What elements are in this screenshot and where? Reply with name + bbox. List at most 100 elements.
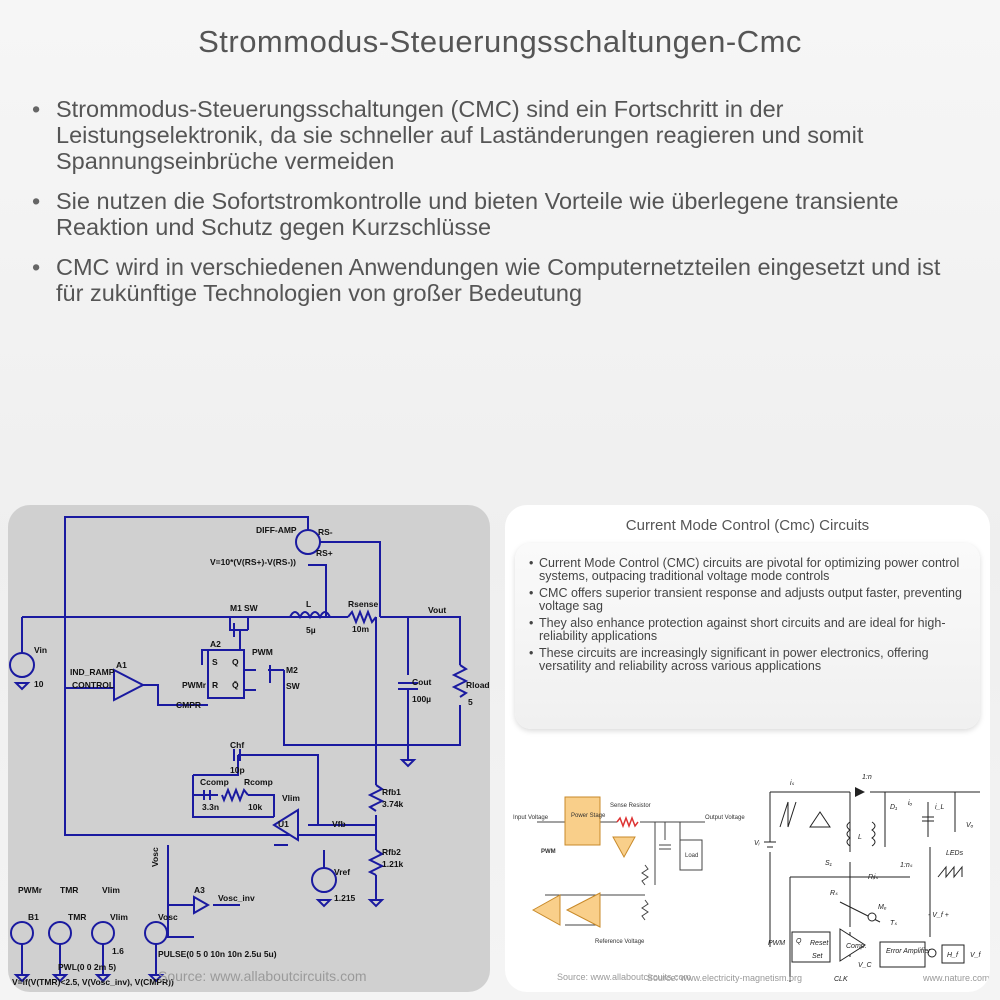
hf-label: H_f bbox=[947, 952, 959, 959]
tmr-label: TMR bbox=[60, 885, 78, 895]
b1-expr: V=if(V(TMR)<2.5, V(Vosc_inv), V(CMPR)) bbox=[12, 977, 174, 987]
info-card: Current Mode Control (CMC) circuits are … bbox=[515, 543, 980, 729]
pwmr-label: PWMr bbox=[182, 680, 207, 690]
vc-label: V_C bbox=[858, 962, 873, 969]
pwmr2-label: PWMr bbox=[18, 885, 43, 895]
m2-label: M2 bbox=[286, 665, 298, 675]
info-panel: Current Mode Control (Cmc) Circuits Curr… bbox=[505, 505, 990, 992]
bullet-item: Sie nutzen die Sofortstromkontrolle und … bbox=[32, 188, 962, 240]
card-bullet: Current Mode Control (CMC) circuits are … bbox=[529, 557, 969, 583]
reset-label: Reset bbox=[810, 940, 829, 947]
ts-label: Tₛ bbox=[890, 920, 897, 927]
rcomp-value: 10k bbox=[248, 802, 262, 812]
card-bullet: These circuits are increasingly signific… bbox=[529, 647, 969, 673]
card-title: Current Mode Control (Cmc) Circuits bbox=[625, 517, 870, 534]
vosc-label: Vosc bbox=[150, 847, 160, 867]
s-pin: S bbox=[212, 657, 218, 667]
s1-label: S₁ bbox=[825, 860, 833, 867]
me-label: Mₑ bbox=[878, 904, 887, 911]
vosc2-label: Vosc bbox=[158, 912, 178, 922]
chf-value: 10p bbox=[230, 765, 245, 775]
tmr2-label: TMR bbox=[68, 912, 86, 922]
rfb1-label: Rfb1 bbox=[382, 787, 401, 797]
vo-label: Vₒ bbox=[966, 822, 974, 829]
control-label: CONTROL bbox=[72, 680, 114, 690]
ind-ramp-label: IND_RAMP bbox=[70, 667, 115, 677]
rcomp-label: Rcomp bbox=[244, 777, 273, 787]
ccomp-label: Ccomp bbox=[200, 777, 229, 787]
vin-value: 10 bbox=[34, 679, 44, 689]
cout-label: Cout bbox=[412, 677, 432, 687]
load-box bbox=[679, 839, 703, 871]
rsis-label: Rᵢiₛ bbox=[868, 874, 878, 881]
b1-label: B1 bbox=[28, 912, 39, 922]
sense-resistor-label: Sense Resistor bbox=[610, 803, 651, 809]
cmpr-label: CMPR bbox=[176, 700, 201, 710]
schematic-panel: DIFF-AMP RS- RS+ V=10*(V(RS+)-V(RS-)) Vi… bbox=[8, 505, 490, 992]
vref-label: Vref bbox=[334, 867, 350, 877]
reference-voltage-label: Reference Voltage bbox=[595, 939, 645, 945]
vosc-inv-label: Vosc_inv bbox=[218, 893, 255, 903]
vlim2-label: Vlim bbox=[102, 885, 120, 895]
vf2-label: V_f bbox=[970, 952, 982, 959]
rsense-label: Rsense bbox=[348, 599, 379, 609]
vlim3-label: Vlim bbox=[110, 912, 128, 922]
cmc-schematic: DIFF-AMP RS- RS+ V=10*(V(RS+)-V(RS-)) Vi… bbox=[9, 516, 490, 987]
led-driver-circuit: iₛ 1:n Vᵢ L D₁ iₒ i_L Vₒ S₁ Rₛ Rᵢiₛ 1:nₛ… bbox=[754, 774, 982, 983]
a2-label: A2 bbox=[210, 639, 221, 649]
clk-label: CLK bbox=[834, 976, 848, 983]
q-pin: Q bbox=[232, 657, 239, 667]
vf-label: - V_f + bbox=[928, 912, 949, 919]
m1-label: M1 bbox=[230, 603, 242, 613]
vlim-value: 1.6 bbox=[112, 946, 124, 956]
error-amp-label: Error Amplifier bbox=[886, 948, 931, 955]
power-stage-label: Power Stage bbox=[571, 813, 606, 819]
pwl-label: PWL(0 0 2m 5) bbox=[58, 962, 116, 972]
a1-label: A1 bbox=[116, 660, 127, 670]
input-voltage-label: Input Voltage bbox=[513, 815, 549, 821]
ratio-label: 1:n bbox=[862, 774, 872, 781]
rload-label: Rload bbox=[466, 680, 490, 690]
pwm-label: PWM bbox=[252, 647, 273, 657]
r-pin: R bbox=[212, 680, 218, 690]
ccomp-value: 3.3n bbox=[202, 802, 219, 812]
vfb-label: Vfb bbox=[332, 819, 346, 829]
latch-box bbox=[791, 931, 831, 963]
output-voltage-label: Output Voltage bbox=[705, 815, 745, 821]
qbar-pin: Q̄ bbox=[232, 680, 239, 690]
bullet-list: Strommodus-Steuerungsschaltungen (CMC) s… bbox=[32, 96, 962, 320]
a3-label: A3 bbox=[194, 885, 205, 895]
page-title: Strommodus-Steuerungsschaltungen-Cmc bbox=[198, 24, 802, 59]
hf-box bbox=[941, 944, 965, 964]
block-source: Source: www.allaboutcircuits.com bbox=[557, 972, 691, 982]
rfb2-value: 1.21k bbox=[382, 859, 404, 869]
vlim-label: Vlim bbox=[282, 793, 300, 803]
bullet-item: Strommodus-Steuerungsschaltungen (CMC) s… bbox=[32, 96, 962, 174]
set-label: Set bbox=[812, 953, 824, 960]
ratio2-label: 1:nₛ bbox=[900, 862, 913, 869]
cmc-block-diagram: Input Voltage Power Stage Sense Resistor… bbox=[513, 796, 745, 982]
q-label: Q bbox=[796, 938, 802, 945]
vi-label: Vᵢ bbox=[754, 840, 760, 847]
left-source: Source: www.allaboutcircuits.com bbox=[158, 968, 367, 984]
rs-plus-label: RS+ bbox=[316, 548, 333, 558]
vout-label: Vout bbox=[428, 605, 446, 615]
nature-source: www.nature.com bbox=[923, 973, 990, 983]
inductor-label: L bbox=[306, 599, 311, 609]
rfb2-label: Rfb2 bbox=[382, 847, 401, 857]
rfb1-value: 3.74k bbox=[382, 799, 404, 809]
rload-value: 5 bbox=[468, 697, 473, 707]
is-label: iₛ bbox=[790, 780, 795, 787]
circuit-source: Source: www.electricity-magnetism.org bbox=[647, 973, 803, 983]
load-label: Load bbox=[685, 853, 698, 859]
diff-expr-label: V=10*(V(RS+)-V(RS-)) bbox=[210, 557, 296, 567]
power-stage-box bbox=[564, 796, 601, 846]
io-label: iₒ bbox=[908, 800, 913, 807]
card-bullet: CMC offers superior transient response a… bbox=[529, 587, 969, 613]
il-label: i_L bbox=[935, 804, 944, 811]
sw-label: SW bbox=[244, 603, 259, 613]
error-amp-box bbox=[879, 941, 926, 968]
inductor-value: 5µ bbox=[306, 625, 316, 635]
rs-minus-label: RS- bbox=[318, 527, 333, 537]
rsense-value: 10m bbox=[352, 624, 369, 634]
